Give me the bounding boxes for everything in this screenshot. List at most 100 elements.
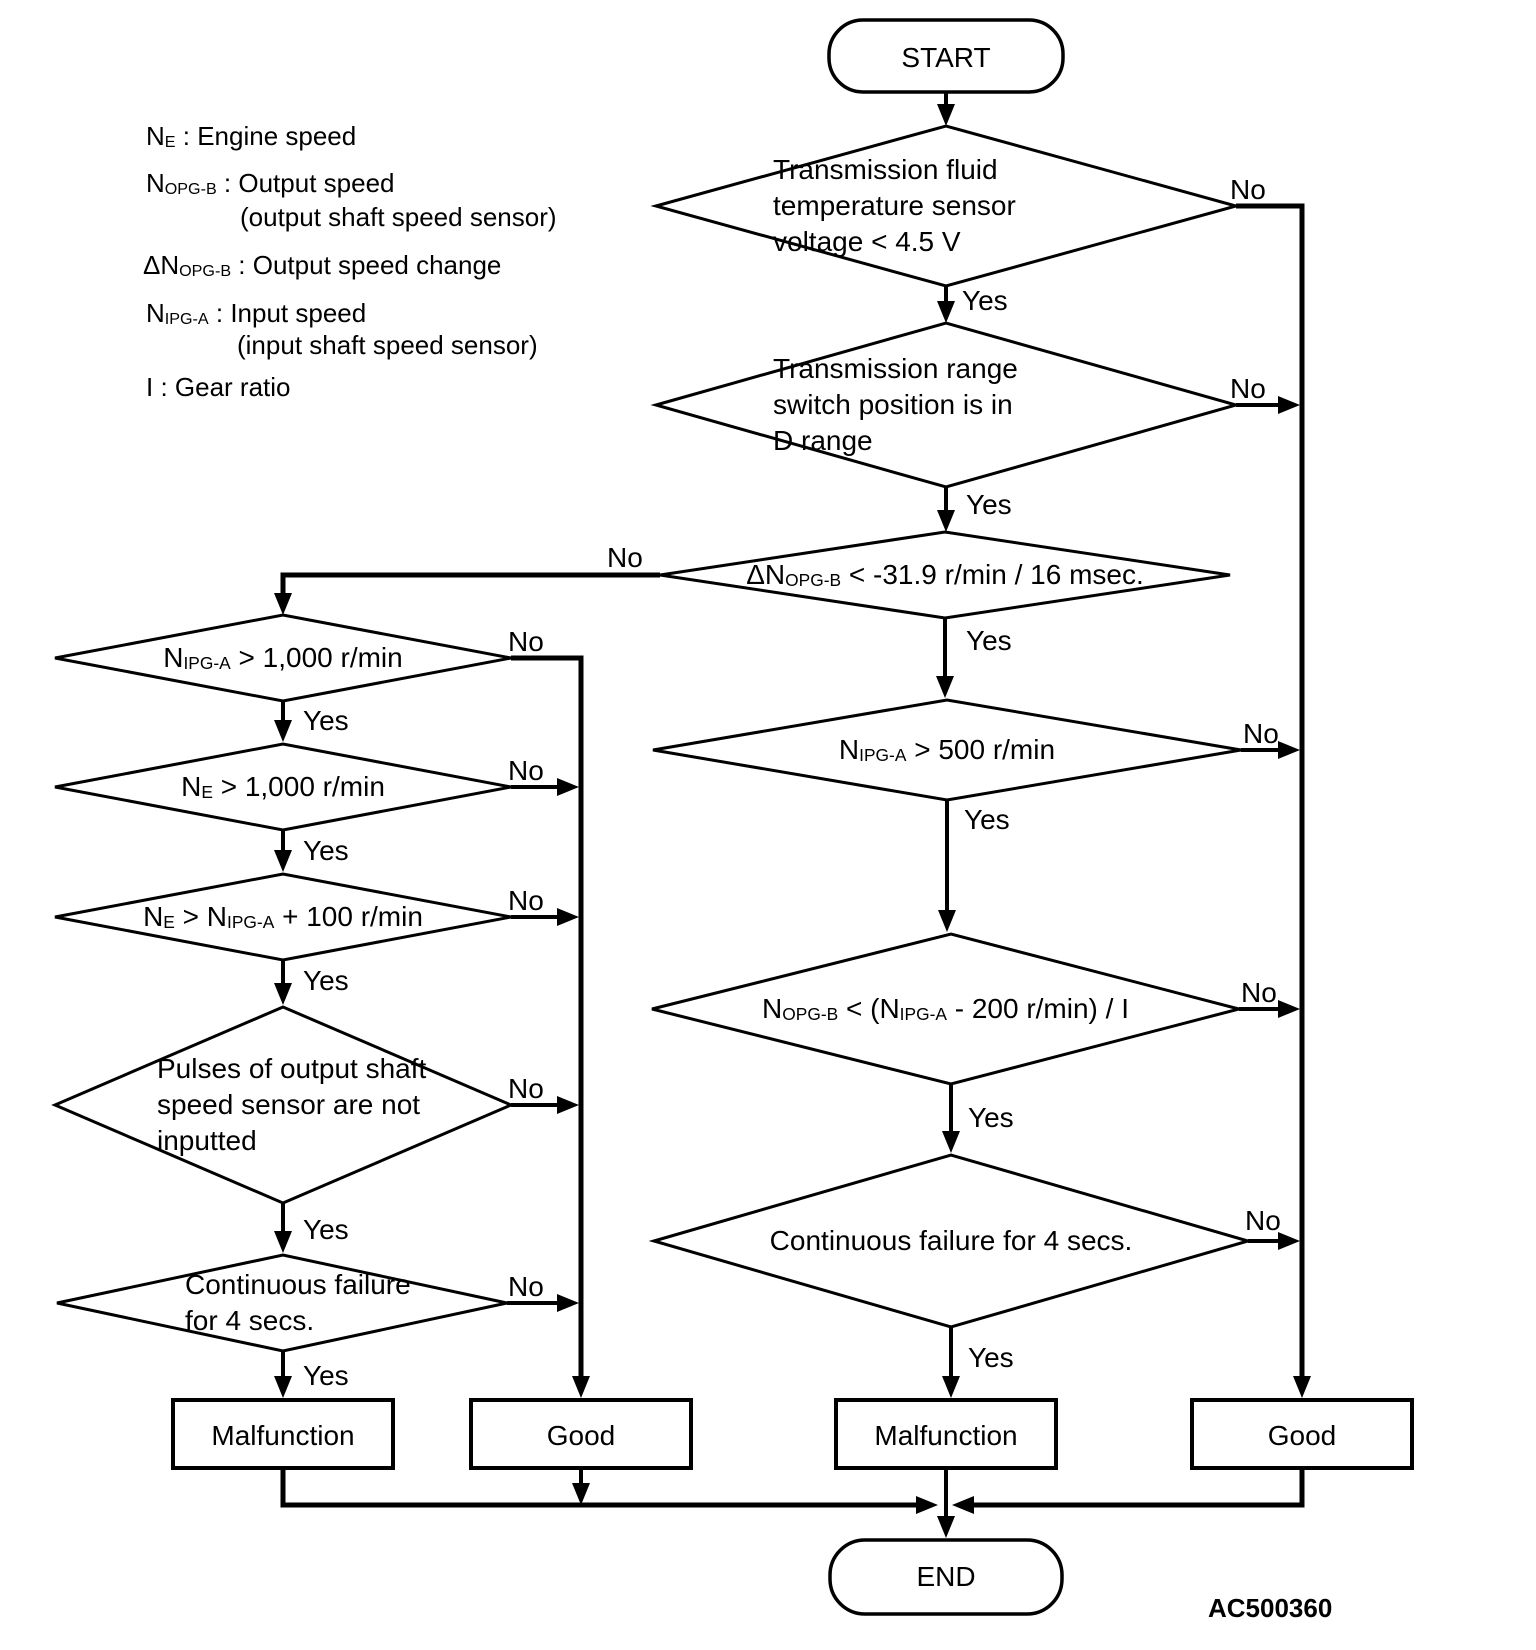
edge-label-yes: Yes: [303, 1360, 349, 1391]
decision-range-switch-line1: Transmission range: [773, 353, 1018, 384]
arrowhead: [1278, 741, 1300, 759]
arrowhead: [942, 1131, 960, 1153]
decision-continuous-right-label: Continuous failure for 4 secs.: [769, 1225, 1133, 1256]
edge-label-no: No: [1230, 174, 1266, 205]
box-malfunction-right: [834, 1398, 1058, 1470]
edge-no-rail-right: [1236, 203, 1305, 1376]
arrowhead: [274, 1231, 292, 1253]
edge-label-no: No: [508, 626, 544, 657]
arrowhead: [572, 1376, 590, 1398]
arrowhead: [572, 1483, 590, 1505]
arrowhead: [274, 850, 292, 872]
arrowhead: [274, 593, 292, 615]
decision-output-vs-input: [651, 932, 1245, 1086]
arrowhead: [557, 1096, 579, 1114]
decision-fluid-temp-line2: temperature sensor: [773, 190, 1016, 221]
decision-continuous-left: [56, 1253, 508, 1353]
edge-label-yes: Yes: [968, 1102, 1014, 1133]
decision-input-speed-500: [652, 698, 1242, 802]
legend-engine-speed: NE : Engine speed: [146, 121, 357, 151]
decision-fluid-temp-line1: Transmission fluid: [773, 154, 998, 185]
decision-input-speed-500-label: NIPG-A > 500 r/min: [838, 734, 1056, 766]
arrowhead: [274, 983, 292, 1005]
edge-label-no: No: [1230, 373, 1266, 404]
terminator-start: [827, 18, 1065, 94]
decision-output-speed-change: [659, 530, 1231, 620]
arrowhead: [1293, 1376, 1311, 1398]
arrowhead: [916, 1496, 938, 1514]
decision-fluid-temp: [650, 124, 1242, 288]
arrowhead: [557, 1294, 579, 1312]
decision-pulses: [51, 1005, 515, 1205]
arrowhead: [1278, 1232, 1300, 1250]
arrowhead: [937, 1516, 955, 1538]
edge-no-rail-left: [511, 655, 584, 1376]
figure-code: AC500360: [1208, 1593, 1333, 1623]
decision-output-speed-change-label: ΔNOPG-B < -31.9 r/min / 16 msec.: [746, 559, 1144, 591]
edge-label-yes: Yes: [966, 489, 1012, 520]
edge-label-yes: Yes: [303, 1214, 349, 1245]
legend-output-speed-change: ΔNOPG-B : Output speed change: [143, 250, 502, 280]
decision-pulses-line3: inputted: [157, 1125, 257, 1156]
decision-range-switch: [650, 321, 1242, 489]
decision-continuous-right: [648, 1153, 1254, 1329]
arrowhead: [557, 778, 579, 796]
terminator-end: [828, 1538, 1064, 1616]
good-right-label: Good: [1267, 1420, 1337, 1451]
edge-label-no: No: [607, 542, 643, 573]
good-left-label: Good: [546, 1420, 616, 1451]
edge-label-no: No: [1241, 977, 1277, 1008]
box-good-right: [1190, 1398, 1414, 1470]
edge-label-no: No: [508, 1073, 544, 1104]
decision-output-vs-input-label: NOPG-B < (NIPG-A - 200 r/min) / I: [762, 993, 1129, 1025]
legend-input-speed-note: (input shaft speed sensor): [237, 330, 538, 360]
edge-label-yes: Yes: [966, 625, 1012, 656]
arrowhead: [942, 1376, 960, 1398]
legend-output-speed: NOPG-B : Output speed: [146, 168, 395, 198]
edge-label-no: No: [1245, 1205, 1281, 1236]
decision-fluid-temp-line3: voltage < 4.5 V: [773, 226, 961, 257]
edge-label-no: No: [508, 885, 544, 916]
edge-label-yes: Yes: [968, 1342, 1014, 1373]
edge-label-yes: Yes: [303, 965, 349, 996]
arrowhead: [557, 908, 579, 926]
decision-input-speed-1000-label: NIPG-A > 1,000 r/min: [163, 642, 403, 674]
decision-engine-speed-1000-label: NE > 1,000 r/min: [181, 771, 385, 803]
decision-continuous-left-line1: Continuous failure: [185, 1269, 411, 1300]
decision-engine-vs-input-label: NE > NIPG-A + 100 r/min: [143, 901, 423, 933]
edge-label-no: No: [508, 1271, 544, 1302]
decision-range-switch-line3: D range: [773, 425, 873, 456]
decision-continuous-left-line2: for 4 secs.: [185, 1305, 315, 1336]
edge-label-yes: Yes: [964, 804, 1010, 835]
decision-range-switch-line2: switch position is in: [773, 389, 1013, 420]
decision-input-speed-1000: [54, 613, 512, 703]
edge-label-yes: Yes: [303, 835, 349, 866]
edge-label-yes: Yes: [303, 705, 349, 736]
end-label: END: [916, 1561, 976, 1592]
arrowhead: [1278, 1000, 1300, 1018]
decision-pulses-line2: speed sensor are not: [157, 1089, 421, 1120]
arrowhead: [274, 1376, 292, 1398]
arrowhead: [938, 910, 956, 932]
arrowhead: [937, 510, 955, 532]
edge-label-no: No: [1243, 718, 1279, 749]
legend-gear-ratio: I : Gear ratio: [146, 372, 291, 402]
arrowhead: [1278, 396, 1300, 414]
edge-malfunction-left-to-end: [280, 1468, 916, 1508]
legend-output-speed-note: (output shaft speed sensor): [240, 202, 557, 232]
decision-engine-speed-1000: [54, 742, 512, 832]
decision-pulses-line1: Pulses of output shaft: [157, 1053, 427, 1084]
edge-good-right-to-end: [974, 1467, 1305, 1508]
start-label: START: [901, 42, 991, 73]
arrowhead: [274, 720, 292, 742]
legend-input-speed: NIPG-A : Input speed: [146, 298, 367, 328]
arrowhead: [937, 104, 955, 126]
arrowhead: [952, 1496, 974, 1514]
decision-engine-vs-input: [54, 872, 512, 962]
edge-label-no: No: [508, 755, 544, 786]
malfunction-right-label: Malfunction: [874, 1420, 1018, 1451]
malfunction-left-label: Malfunction: [211, 1420, 355, 1451]
arrowhead: [936, 676, 954, 698]
